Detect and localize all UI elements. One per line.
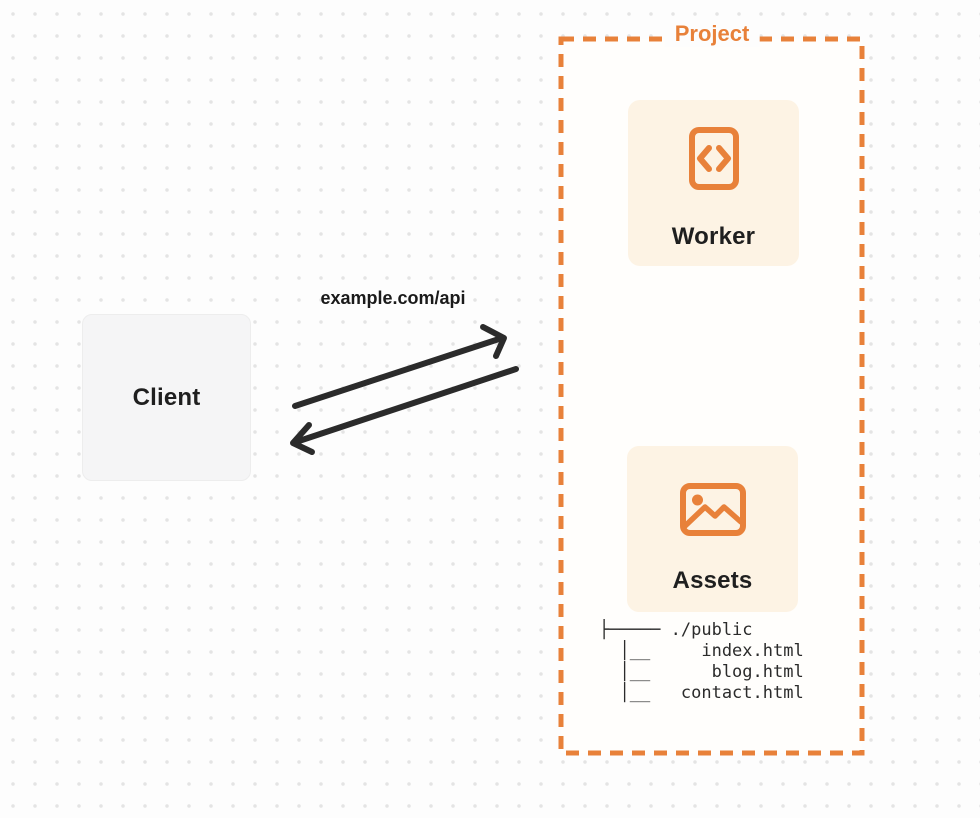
request-url-label: example.com/api: [320, 288, 466, 308]
assets-node: Assets: [627, 446, 798, 612]
client-label: Client: [132, 383, 201, 411]
worker-label: Worker: [671, 223, 756, 250]
image-icon: [679, 483, 746, 541]
client-node: Client: [82, 314, 251, 481]
assets-label: Assets: [672, 567, 753, 594]
file-tree-item: │__ contact.html: [599, 683, 804, 703]
project-label: Project: [664, 21, 760, 47]
file-tree-item: │__ blog.html: [599, 662, 804, 682]
assets-file-tree: ├───── ./public │__ index.html │__ blog.…: [599, 620, 804, 704]
request-arrow: [292, 324, 507, 409]
file-tree-item: │__ index.html: [599, 641, 804, 661]
code-document-icon: [688, 127, 739, 195]
worker-node: Worker: [628, 100, 799, 266]
response-arrow: [290, 366, 519, 455]
file-tree-root: ├───── ./public: [599, 620, 753, 640]
